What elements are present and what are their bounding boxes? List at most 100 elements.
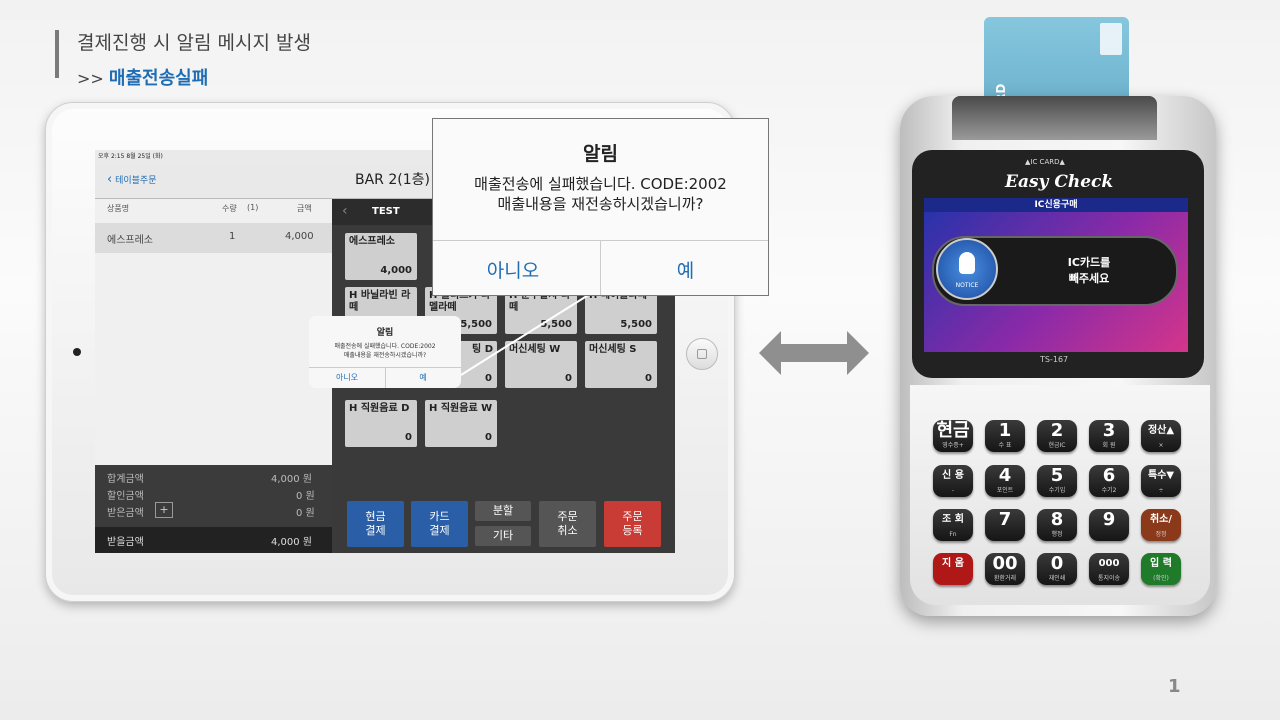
tab-test[interactable]: TEST [372, 206, 400, 217]
chevron-left-icon[interactable]: ‹ [342, 203, 348, 219]
ic-card-label: ▲IC CARD▲ [1025, 158, 1065, 166]
dialog-message-line2: 매출내용을 재전송하시겠습니까? [497, 195, 704, 213]
key-sub-label: ÷ [1158, 487, 1164, 494]
menu-item[interactable]: H 직원음료 W 0 [425, 400, 497, 447]
cash-pay-button[interactable]: 현금 결제 [347, 501, 404, 547]
dialog-yes-button[interactable]: 예 [676, 260, 695, 282]
col-header-name: 상품명 [107, 204, 130, 213]
keypad-key[interactable]: 7 [985, 509, 1025, 541]
home-button[interactable] [686, 338, 718, 370]
key-sub-label: Fn [949, 531, 957, 538]
total-label: 합계금액 [107, 474, 144, 485]
key-main-label: 신 용 [942, 470, 964, 481]
dialog-message-line1: 매출전송에 실패했습니다. CODE:2002 [334, 343, 436, 350]
col-header-count: (1) [247, 203, 259, 212]
key-sub-label: × [1158, 442, 1164, 449]
key-sub-label: 포인트 [996, 487, 1014, 494]
keypad-key[interactable]: 지 움 [933, 553, 973, 585]
table-row[interactable] [95, 223, 332, 253]
dialog-title: 알림 [376, 328, 394, 338]
keypad-key[interactable]: 입 력(확인) [1141, 553, 1181, 585]
key-main-label: 3 [1102, 420, 1116, 441]
back-button[interactable]: ‹ 테이블주문 [107, 172, 156, 187]
keypad-key[interactable]: 특수▼÷ [1141, 465, 1181, 497]
keypad-key[interactable]: 조 회 Fn [933, 509, 973, 541]
menu-item[interactable]: 머신세팅 S 0 [585, 341, 657, 388]
slide-title: 결제진행 시 알림 메시지 발생 [77, 32, 311, 54]
header-accent-bar [55, 30, 59, 78]
item-name: 에스프레소 [349, 236, 395, 247]
alert-dialog-enlarged: 알림 매출전송에 실패했습니다. CODE:2002 매출내용을 재전송하시겠습… [432, 118, 769, 296]
key-main-label: 9 [1102, 509, 1116, 530]
dialog-no-button[interactable]: 아니오 [335, 373, 359, 382]
menu-item[interactable]: 머신세팅 W 0 [505, 341, 577, 388]
chevron-left-icon: ‹ [107, 172, 113, 187]
item-price: 0 [565, 373, 572, 384]
key-main-label: 취소/ [1149, 514, 1173, 525]
keypad-key[interactable]: 9 [1089, 509, 1129, 541]
key-main-label: 입 력 [1150, 558, 1172, 569]
item-name: 머신세팅 S [589, 344, 637, 355]
key-main-label: 조 회 [942, 514, 964, 525]
notice-label: NOTICE [955, 282, 979, 289]
total-value: 4,000 원 [271, 474, 313, 485]
key-main-label: 현금 [936, 420, 970, 441]
card-pay-button[interactable]: 카드 결제 [411, 501, 468, 547]
back-label: 테이블주문 [115, 176, 157, 186]
item-price: 0 [485, 432, 492, 443]
item-price: 4,000 [380, 265, 412, 276]
dialog-message-line1: 매출전송에 실패했습니다. CODE:2002 [474, 175, 727, 193]
key-sub-label: 수 표 [998, 442, 1012, 449]
camera-icon [73, 348, 81, 356]
discount-value: 0 원 [296, 491, 315, 502]
key-sub-label: 통지이송 [1097, 575, 1121, 582]
dialog-title: 알림 [583, 143, 618, 165]
item-name: 머신세팅 W [509, 344, 561, 355]
received-value: 0 원 [296, 508, 315, 519]
item-price: 5,500 [540, 319, 572, 330]
add-received-button[interactable]: + [155, 502, 173, 518]
key-sub-label: 영수증+ [942, 442, 964, 449]
received-label: 받은금액 [107, 508, 144, 519]
model-label: TS-167 [1040, 355, 1069, 364]
etc-button[interactable]: 기타 [475, 526, 531, 546]
dialog-yes-button[interactable]: 예 [419, 373, 427, 382]
item-name: H 바닐라빈 라떼 [349, 290, 411, 313]
change-value: 4,000 원 [271, 537, 313, 548]
lcd-title: IC신용구매 [924, 198, 1188, 212]
subtitle-prefix: >> [77, 69, 109, 88]
item-name: H 직원음료 W [429, 403, 493, 414]
dialog-no-button[interactable]: 아니오 [486, 260, 540, 282]
col-header-amount: 금액 [297, 204, 312, 213]
keypad-key[interactable]: 신 용- [933, 465, 973, 497]
card-slot [952, 96, 1157, 140]
split-button[interactable]: 분할 [475, 501, 531, 521]
keypad-key[interactable]: 취소/정정 [1141, 509, 1181, 541]
item-price: 0 [645, 373, 652, 384]
key-main-label: 지 움 [942, 558, 964, 569]
lcd-display: IC신용구매 NOTICE IC카드를 빼주세요 [924, 198, 1188, 352]
key-sub-label: 수기2 [1101, 487, 1117, 494]
item-price: 0 [485, 373, 492, 384]
key-main-label: 00 [992, 553, 1018, 574]
key-sub-label: 정정 [1155, 531, 1167, 538]
item-price: 5,500 [460, 319, 492, 330]
menu-item[interactable]: 에스프레소 4,000 [345, 233, 417, 280]
keypad-key[interactable]: 정산▲× [1141, 420, 1181, 452]
key-main-label: 4 [998, 465, 1012, 486]
register-order-button[interactable]: 주문 등록 [604, 501, 661, 547]
slide-subtitle: >> 매출전송실패 [77, 64, 208, 90]
cancel-order-button[interactable]: 주문 취소 [539, 501, 596, 547]
